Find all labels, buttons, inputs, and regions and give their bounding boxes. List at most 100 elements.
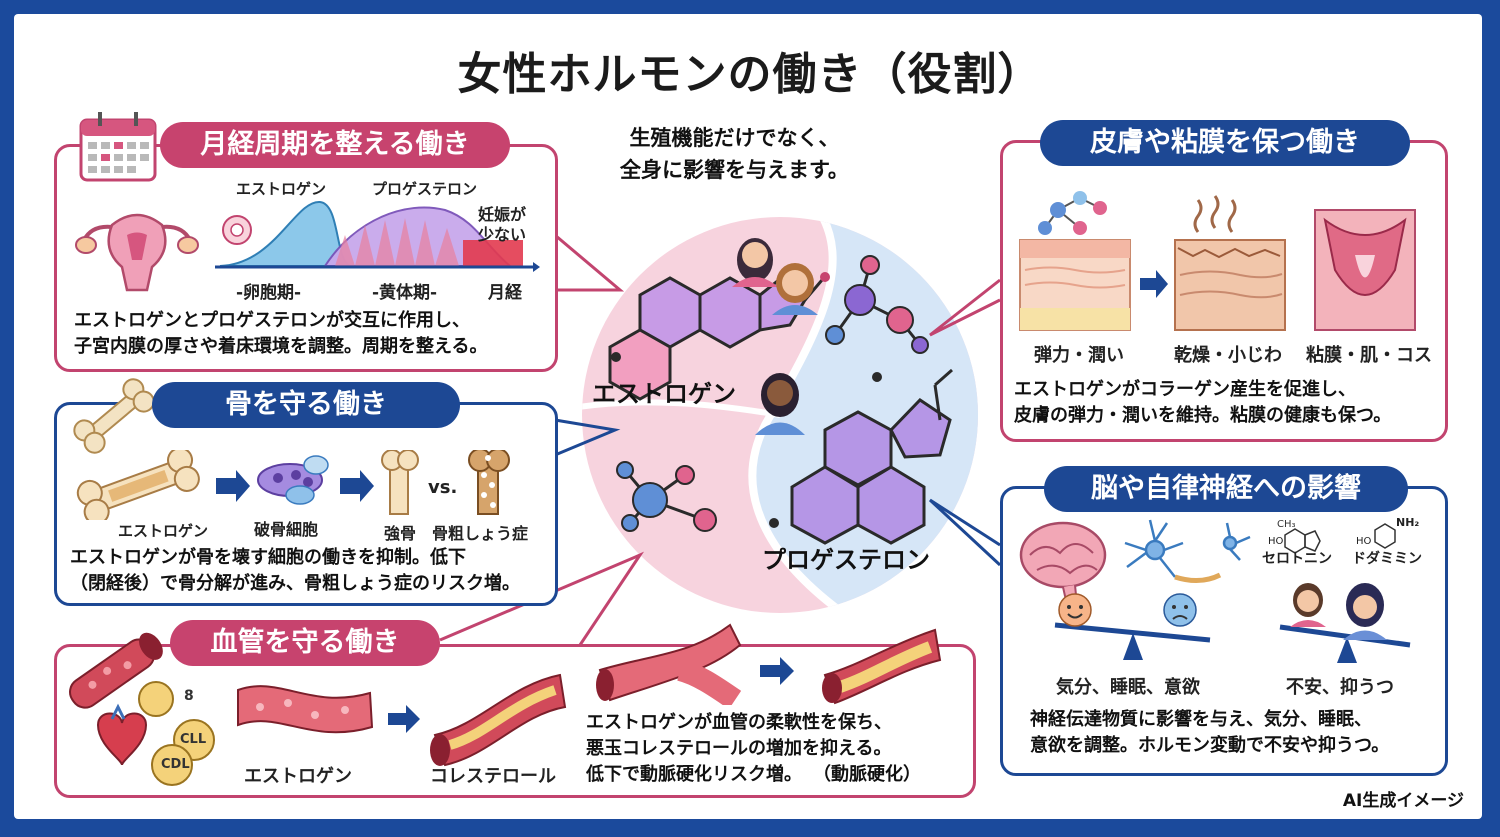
brain-description: 神経伝達物質に影響を与え、気分、睡眠、 意欲を調整。ホルモン変動で不安や抑うつ。	[1030, 707, 1389, 759]
brain-desc-line1: 神経伝達物質に影響を与え、気分、睡眠、	[1030, 709, 1372, 730]
cholesterol-ball-icon-3	[151, 744, 193, 786]
vessel-desc-line3-text: 低下で動脈硬化リスク増。	[586, 764, 802, 785]
brain-desc-line2: 意欲を調整。ホルモン変動で不安や抑うつ。	[1030, 735, 1390, 756]
bone-desc-line1: エストロゲンが骨を壊す細胞の働きを抑制。低下	[70, 547, 466, 568]
vessel-desc-line2: 悪玉コレステロールの増加を抑える。	[586, 738, 892, 759]
phase-follicular: -卵胞期-	[236, 283, 302, 303]
collagen-molecule-icon	[1038, 191, 1107, 235]
bone-label-osteoporosis: 骨粗しょう症	[432, 524, 529, 543]
balance-scale-left-icon	[1054, 593, 1211, 660]
balance-scale-right-icon	[1279, 624, 1411, 663]
bone-label-osteoclast: 破骨細胞	[254, 520, 319, 539]
estrogen-structure-icon	[608, 272, 807, 401]
hormone-circle	[582, 217, 978, 613]
center-caption-line2: 全身に影響を与えます。	[620, 158, 849, 182]
curve-label-estrogen: エストロゲン	[236, 180, 327, 198]
menstrual-description: エストロゲンとプロゲステロンが交互に作用し、 子宮内膜の厚さや着床環境を調整。周…	[74, 308, 487, 360]
svg-text:CH₃: CH₃	[1277, 519, 1296, 530]
heat-wave-icon	[1193, 195, 1237, 233]
dopamine-molecule-icon	[1374, 523, 1396, 549]
worried-woman-icon-2	[1343, 583, 1387, 640]
menstrual-desc-line2: 子宮内膜の厚さや着床環境を調整。周期を整える。	[74, 336, 488, 357]
brain-illustration: CH₃	[1019, 519, 1411, 663]
center-caption: 生殖機能だけでなく、 全身に影響を与えます。	[620, 122, 849, 186]
bone-icon	[73, 378, 155, 454]
brain-label-positive: 気分、睡眠、意欲	[1056, 677, 1200, 698]
curve-label-progesterone: プロゲステロン	[372, 180, 478, 198]
pregnancy-note: 妊娠が 少ない	[478, 205, 526, 245]
vessel-desc-line3: 低下で動脈硬化リスク増。 （動脈硬化）	[586, 762, 921, 788]
serotonin-ho-label: HO	[1268, 536, 1284, 547]
bone-label-estrogen: エストロゲン	[118, 522, 209, 540]
cholesterol-badge-cll: CLL	[180, 732, 207, 747]
plaque-vessel-icon	[430, 673, 567, 767]
hardened-artery-icon	[822, 628, 942, 705]
skin-label-mucosa: 粘膜・肌・コス	[1306, 345, 1432, 366]
page-title: 女性ホルモンの働き（役割）	[457, 49, 1043, 100]
heart-icon	[96, 703, 148, 766]
molecule-icon-top	[825, 255, 929, 354]
bone-desc-line2: （閉経後）で骨分解が進み、骨粗しょう症のリスク増。	[70, 573, 520, 594]
phase-menstruation: 月経	[488, 283, 522, 303]
vessel-heading: 血管を守る働き	[170, 620, 440, 666]
bone-description: エストロゲンが骨を壊す細胞の働きを抑制。低下 （閉経後）で骨分解が進み、骨粗しょ…	[70, 545, 520, 597]
dopamine-label: ドダミミン	[1352, 551, 1422, 567]
vessel-description: エストロゲンが血管の柔軟性を保ち、 悪玉コレステロールの増加を抑える。 低下で動…	[586, 710, 921, 788]
woman-icon-1	[732, 238, 778, 287]
skin-description: エストロゲンがコラーゲン産生を促進し、 皮膚の弾力・潤いを維持。粘膜の健康も保つ…	[1014, 377, 1391, 429]
vessel-desc-line1: エストロゲンが血管の柔軟性を保ち、	[586, 712, 892, 733]
brain-label-negative: 不安、抑うつ	[1286, 677, 1394, 698]
molecule-icon-bottom	[616, 461, 717, 532]
progesterone-label: プロゲステロン	[762, 546, 930, 574]
cholesterol-ball-icon	[138, 681, 174, 717]
hormone-cycle-chart	[215, 200, 540, 272]
bone-label-strong: 強骨	[384, 524, 417, 543]
brain-icon	[1019, 521, 1107, 606]
brain-heading: 脳や自律神経への影響	[1044, 466, 1408, 512]
skin-desc-line2: 皮膚の弾力・潤いを維持。粘膜の健康も保つ。	[1014, 405, 1392, 426]
center-caption-line1: 生殖機能だけでなく、	[629, 126, 840, 150]
cholesterol-badge-cdl: CDL	[161, 757, 190, 772]
cholesterol-badge-8: 8	[184, 688, 194, 704]
vessel-illustration	[69, 632, 567, 786]
ai-generated-note: AI生成イメージ	[1342, 791, 1464, 811]
artery-illustration	[596, 623, 942, 705]
bone-process-illustration	[76, 450, 510, 520]
vessel-label-cholesterol: コレステロール	[430, 766, 556, 787]
skin-label-dry: 乾燥・小じわ	[1174, 345, 1282, 366]
strong-bone-icon	[381, 450, 419, 515]
woman-icon-3	[755, 373, 805, 435]
vessel-label-estrogen: エストロゲン	[244, 766, 352, 787]
pregnancy-note-line1: 妊娠が	[478, 205, 527, 224]
menstrual-heading: 月経周期を整える働き	[160, 122, 510, 168]
healthy-vessel-icon	[237, 685, 374, 734]
menstrual-desc-line1: エストロゲンとプロゲステロンが交互に作用し、	[74, 310, 470, 331]
mucosa-icon	[1314, 209, 1416, 331]
bone-heading: 骨を守る働き	[152, 382, 460, 428]
skin-desc-line1: エストロゲンがコラーゲン産生を促進し、	[1014, 379, 1356, 400]
uterus-icon	[75, 213, 199, 292]
woman-icon-2	[772, 263, 818, 315]
skin-heading: 皮膚や粘膜を保つ働き	[1040, 120, 1410, 166]
phase-luteal: -黄体期-	[372, 283, 438, 303]
progesterone-structure-icon	[790, 398, 952, 545]
bone-cross-section-icon	[76, 450, 200, 520]
dopamine-nh2-label: NH₂	[1396, 516, 1420, 529]
vs-label: vs.	[428, 477, 458, 498]
skin-label-elastic: 弾力・潤い	[1034, 345, 1124, 366]
skin-illustration	[1019, 191, 1416, 331]
pregnancy-note-line2: 少ない	[478, 225, 527, 244]
osteoclast-icon	[257, 455, 329, 505]
blood-vessel-icon	[69, 632, 163, 709]
healthy-skin-icon	[1019, 239, 1131, 331]
dry-skin-icon	[1174, 239, 1286, 331]
estrogen-label: エストロゲン	[592, 380, 736, 408]
worried-woman-icon-1	[1290, 583, 1326, 627]
neuron-icon	[1124, 519, 1251, 583]
vessel-desc-note: （動脈硬化）	[822, 764, 921, 785]
serotonin-molecule-icon	[1284, 528, 1321, 554]
dopamine-ho-label: HO	[1356, 536, 1372, 547]
porous-bone-icon	[468, 450, 510, 515]
calendar-icon	[79, 112, 157, 182]
